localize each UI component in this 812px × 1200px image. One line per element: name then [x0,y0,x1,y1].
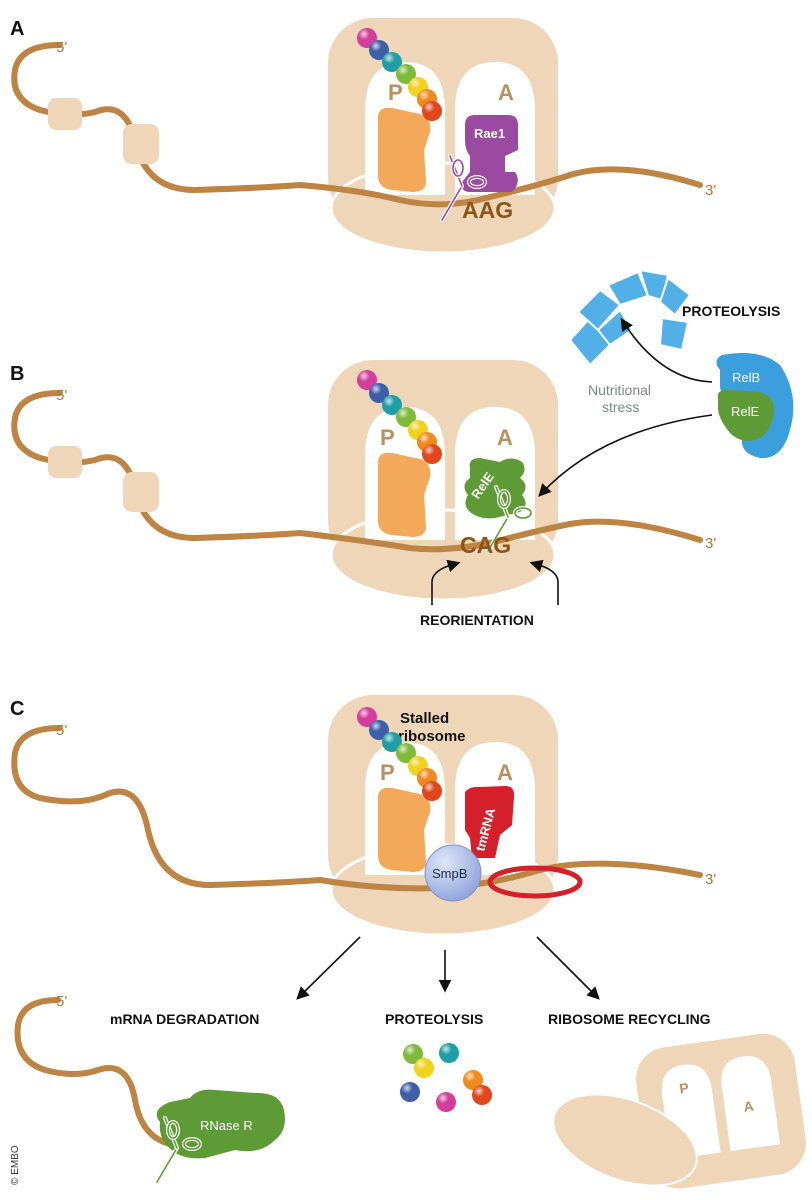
bead-highlight [396,407,416,427]
recycled-p-label: P [678,1079,689,1096]
recycled-a-site [721,1056,781,1152]
mrna-degradation-label: mRNA DEGRADATION [110,1011,259,1027]
rele-protein-free [717,390,775,441]
panel-letter-b: B [10,363,24,385]
arrow-to-proteolysis [620,317,713,383]
bead-highlight [436,1092,456,1112]
mrna-strand [11,42,703,208]
p-site-label: P [380,425,395,450]
bead-highlight [396,64,416,84]
mrna-strand [11,725,703,892]
trailing-ribosome-2 [123,472,159,512]
bead-highlight [439,1043,459,1063]
stalled-label-line1: Stalled [400,710,449,727]
panel-letter-a: A [10,18,24,40]
nascent-peptide [357,707,442,801]
recycled-ribosome: P A [552,1033,806,1189]
free-amino-acids [400,1043,492,1112]
rae1-label: Rae1 [474,126,505,141]
bead-highlight [403,1044,423,1064]
recycled-small-subunit [552,1093,698,1187]
bead-highlight [369,383,389,403]
tmrna-molecule [465,786,515,858]
rae1-protein [461,115,518,192]
bead-highlight [382,52,402,72]
bead-highlight [414,1058,434,1078]
bead-highlight [396,743,416,763]
bead-highlight [422,444,442,464]
bead-highlight [357,707,377,727]
panel-letter-c: C [10,698,24,720]
bead-highlight [463,1070,483,1090]
bead-highlight [357,370,377,390]
arrow-to-recycling [536,936,600,1000]
proteolysis-label: PROTEOLYSIS [682,303,780,319]
stress-label-line1: Nutritional [588,382,651,398]
mrna-strand [11,390,703,553]
a-site-label: A [497,425,513,450]
three-prime-label: 3' [705,182,716,199]
stalled-label-line2: ribosome [398,728,466,745]
a-site-label: A [497,760,513,785]
bead-highlight [400,1082,420,1102]
peptidyl-trna [378,107,431,192]
bead-highlight [422,781,442,801]
nascent-peptide [357,370,442,464]
p-site-label: P [388,80,403,105]
relb-label: RelB [732,370,760,385]
trailing-ribosome-1 [48,446,82,478]
bead-highlight [382,732,402,752]
ribosome-recycling-label: RIBOSOME RECYCLING [548,1011,711,1027]
smpb-protein [424,844,482,902]
trailing-ribosome-2 [123,124,159,164]
rele-free-label: RelE [731,404,760,419]
codon-label: AAG [462,197,513,223]
stress-label-line2: stress [602,399,639,415]
degrading-mrna [14,997,213,1149]
peptidyl-trna [378,787,431,872]
bead-highlight [472,1085,492,1105]
rnase-label: RNase R [200,1118,253,1133]
peptidyl-trna [378,452,431,537]
three-prime-label: 3' [705,535,716,552]
bead-highlight [369,720,389,740]
bead-highlight [382,395,402,415]
panel-b: B P A 5' 3' RelE CAG [10,268,794,628]
smpb-label: SmpB [432,866,467,881]
bead-highlight [422,101,442,121]
reorientation-arrow-right [529,559,559,605]
panel-c: C P A Stalled ribosome 5' 3' tmRNA SmpB [10,695,806,1189]
five-prime-label: 5' [56,39,67,56]
arrow-to-mrna-degradation [296,936,361,1000]
three-prime-label: 3' [705,871,716,888]
nascent-peptide [357,28,442,121]
relb-fragments [568,268,692,367]
panel-a: A P A 5' 3' Rae1 AAG [10,18,716,255]
five-prime-label: 5' [56,722,67,739]
reorientation-arrow-left [431,559,461,605]
p-site-label: P [380,760,395,785]
a-site-label: A [498,80,514,105]
codon-label: CAG [460,532,511,558]
proteolysis-outcome-label: PROTEOLYSIS [385,1011,483,1027]
tmrna-loop [487,865,583,899]
reorientation-label: REORIENTATION [420,612,534,628]
arrow-to-a-site [538,414,713,497]
copyright-label: © EMBO [10,1145,21,1185]
five-prime-label: 5' [56,387,67,404]
trailing-ribosome-1 [48,98,82,130]
recycled-a-label: A [742,1098,754,1115]
bead-highlight [369,40,389,60]
degrading-five-prime-label: 5' [56,993,67,1010]
